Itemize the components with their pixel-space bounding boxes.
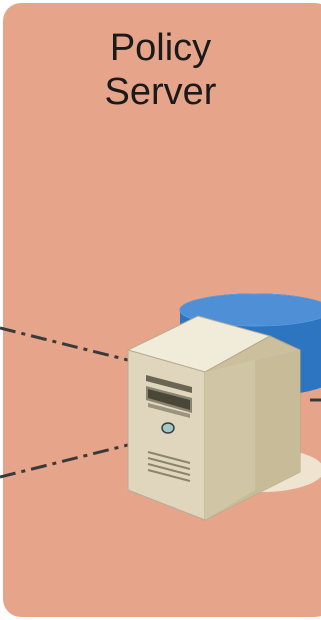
connector-upper (0, 328, 128, 360)
connector-lower (0, 445, 128, 477)
